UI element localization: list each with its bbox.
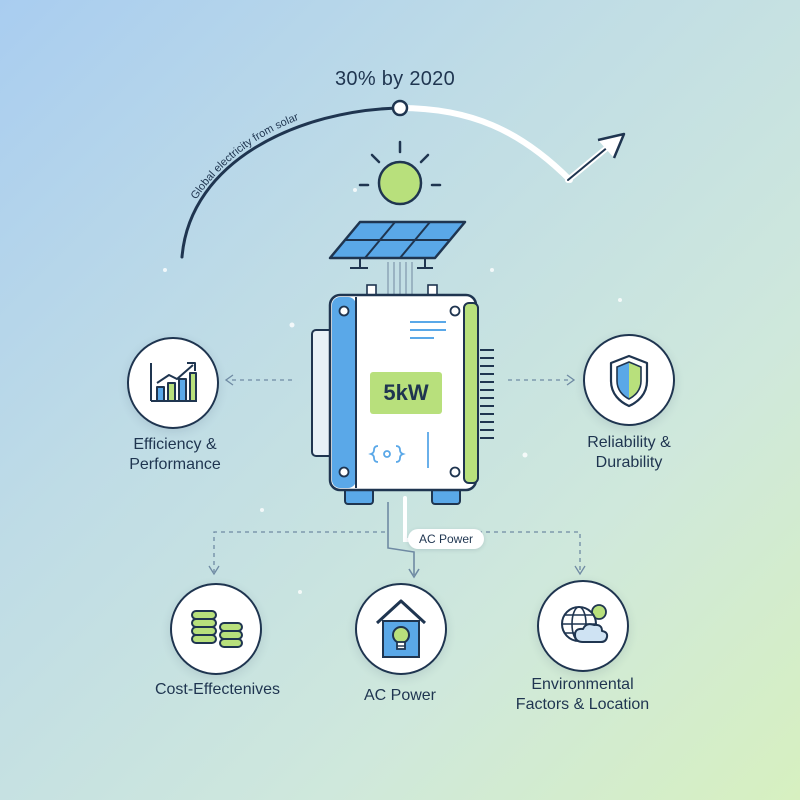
reliability-label-line1: Reliability &: [587, 434, 671, 451]
efficiency-label-line2: Performance: [129, 456, 221, 473]
ac-power-label-line1: AC Power: [363, 687, 437, 704]
reliability-badge: [583, 334, 675, 426]
environment-label: Environmental Factors & Location: [500, 675, 665, 715]
efficiency-badge: [127, 337, 219, 429]
cost-label: Cost-Effectenives: [130, 680, 305, 700]
cost-badge: [170, 583, 262, 675]
reliability-label: Reliability & Durability: [554, 433, 704, 473]
ac-power-tag: AC Power: [408, 529, 484, 549]
shield-icon: [609, 354, 649, 408]
house-bulb-icon: [375, 599, 427, 658]
globe-weather-icon: [561, 604, 609, 643]
environment-label-line1: Environmental: [531, 676, 634, 693]
environment-badge: [537, 580, 629, 672]
efficiency-label: Efficiency & Performance: [100, 435, 250, 475]
ac-power-badge: [355, 583, 447, 675]
headline-value: 30% by 2020: [334, 68, 456, 90]
efficiency-label-line1: Efficiency &: [133, 436, 217, 453]
cost-label-line1: Cost-Effectenives: [154, 681, 281, 698]
coins-icon: [191, 610, 243, 648]
power-rating: 5kW: [370, 372, 442, 414]
reliability-label-line2: Durability: [595, 454, 663, 471]
environment-label-line2: Factors & Location: [515, 696, 650, 713]
ac-power-label: AC Power: [330, 686, 470, 706]
bar-chart-icon: [150, 362, 197, 402]
